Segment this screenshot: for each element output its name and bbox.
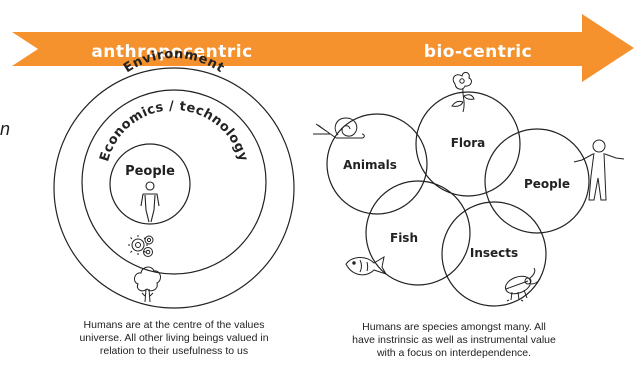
people-species-circle — [484, 128, 590, 234]
anthropocentric-caption: Humans are at the centre of the values u… — [24, 319, 324, 358]
economics-circle — [81, 89, 267, 275]
insects-label: Insects — [470, 246, 518, 260]
stray-glyph: n — [0, 119, 10, 139]
biocentric-labels: Animals Flora People Fish Insects — [343, 136, 570, 260]
caption-line: relation to their usefulness to us — [99, 345, 249, 357]
insects-circle — [441, 201, 547, 307]
people-circle — [109, 143, 191, 225]
fish-label: Fish — [390, 231, 418, 245]
anthropocentric-label: anthropocentric — [91, 42, 252, 62]
fish-icon — [345, 255, 388, 276]
animals-circle — [326, 113, 428, 215]
biocentric-caption: Humans are species amongst many. All hav… — [304, 321, 604, 360]
flora-circle — [415, 91, 521, 197]
flora-label: Flora — [451, 136, 486, 150]
biocentric-label: bio-centric — [424, 42, 532, 62]
people-center-label: People — [125, 164, 175, 179]
caption-line: universe. All other living beings valued… — [79, 332, 269, 344]
snail-icon — [313, 117, 365, 139]
fish-circle — [365, 180, 471, 286]
flower-icon — [451, 71, 475, 113]
caption-line: Humans are species amongst many. All — [362, 321, 546, 333]
biocentric-diagram — [326, 91, 590, 307]
gears-icon — [128, 235, 154, 257]
standing-person-icon — [573, 139, 625, 201]
economics-technology-label: Economics / technology — [97, 99, 251, 163]
anthropocentric-diagram — [53, 67, 295, 309]
caption-line: with a focus on interdependence. — [376, 347, 532, 359]
beetle-icon — [504, 267, 541, 302]
people-species-label: People — [524, 177, 570, 191]
direction-arrow — [12, 14, 634, 82]
animals-label: Animals — [343, 158, 397, 172]
environment-circle — [53, 67, 295, 309]
caption-line: Humans are at the centre of the values — [83, 319, 265, 331]
caption-line: have instrinsic as well as instrumental … — [352, 334, 556, 346]
tree-icon — [133, 266, 162, 303]
person-icon — [140, 181, 160, 223]
